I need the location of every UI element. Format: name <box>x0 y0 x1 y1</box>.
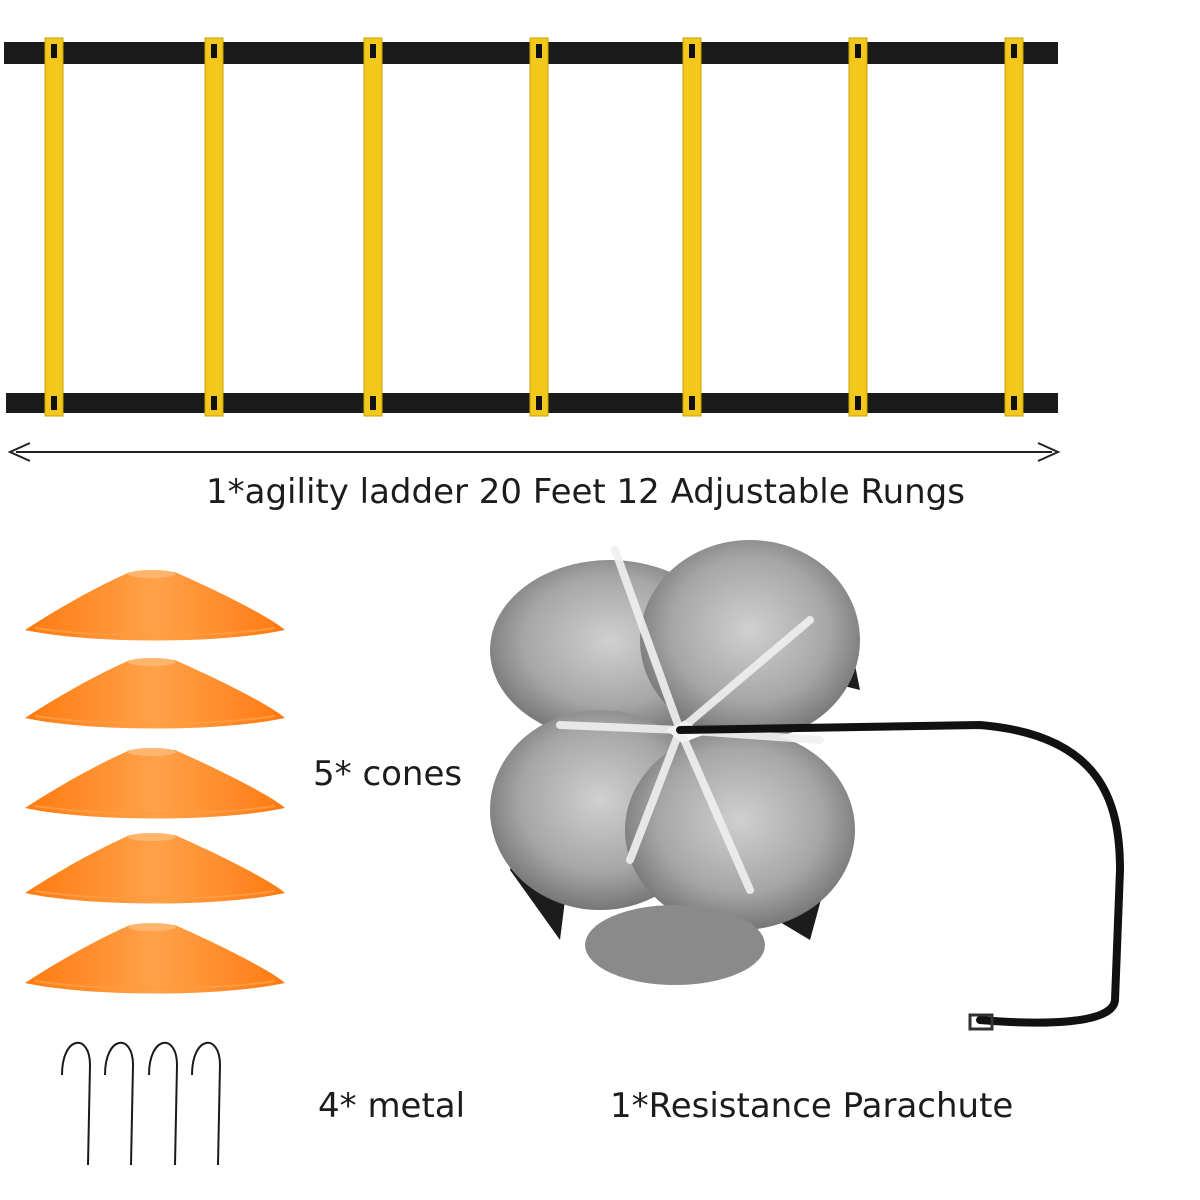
cone <box>25 923 285 994</box>
ladder-rung <box>1004 37 1024 417</box>
cone-stack <box>25 570 285 994</box>
metal-stake <box>191 1041 222 1166</box>
ladder-rung <box>529 37 549 417</box>
ladder-rung <box>682 37 702 417</box>
metal-stake <box>104 1041 135 1166</box>
resistance-parachute-illustration <box>490 540 1125 1031</box>
stakes <box>61 1041 222 1166</box>
ladder-rung <box>44 37 64 417</box>
cones-illustration <box>25 570 285 994</box>
ladder-rungs <box>44 37 1024 417</box>
parachute-caption: 1*Resistance Parachute <box>610 1086 1014 1126</box>
parachute-canopy <box>490 540 860 985</box>
cones-caption: 5* cones <box>313 754 463 794</box>
metal-stake <box>61 1041 92 1166</box>
cone <box>25 570 285 641</box>
parachute-strap <box>676 720 1125 1027</box>
agility-ladder-illustration <box>4 37 1061 462</box>
metal-stake <box>148 1041 179 1166</box>
length-arrow-left-head <box>7 442 31 462</box>
ladder-rung <box>363 37 383 417</box>
parachute-buckle <box>968 1013 994 1031</box>
ladder-caption: 1*agility ladder 20 Feet 12 Adjustable R… <box>206 472 965 512</box>
length-arrow-right-head <box>1037 442 1061 462</box>
cone <box>25 833 285 904</box>
ladder-rung <box>848 37 868 417</box>
ladder-rung <box>204 37 224 417</box>
cone <box>25 658 285 729</box>
stakes-caption: 4* metal <box>318 1086 466 1126</box>
cone <box>25 748 285 819</box>
metal-stakes-illustration <box>61 1041 222 1166</box>
